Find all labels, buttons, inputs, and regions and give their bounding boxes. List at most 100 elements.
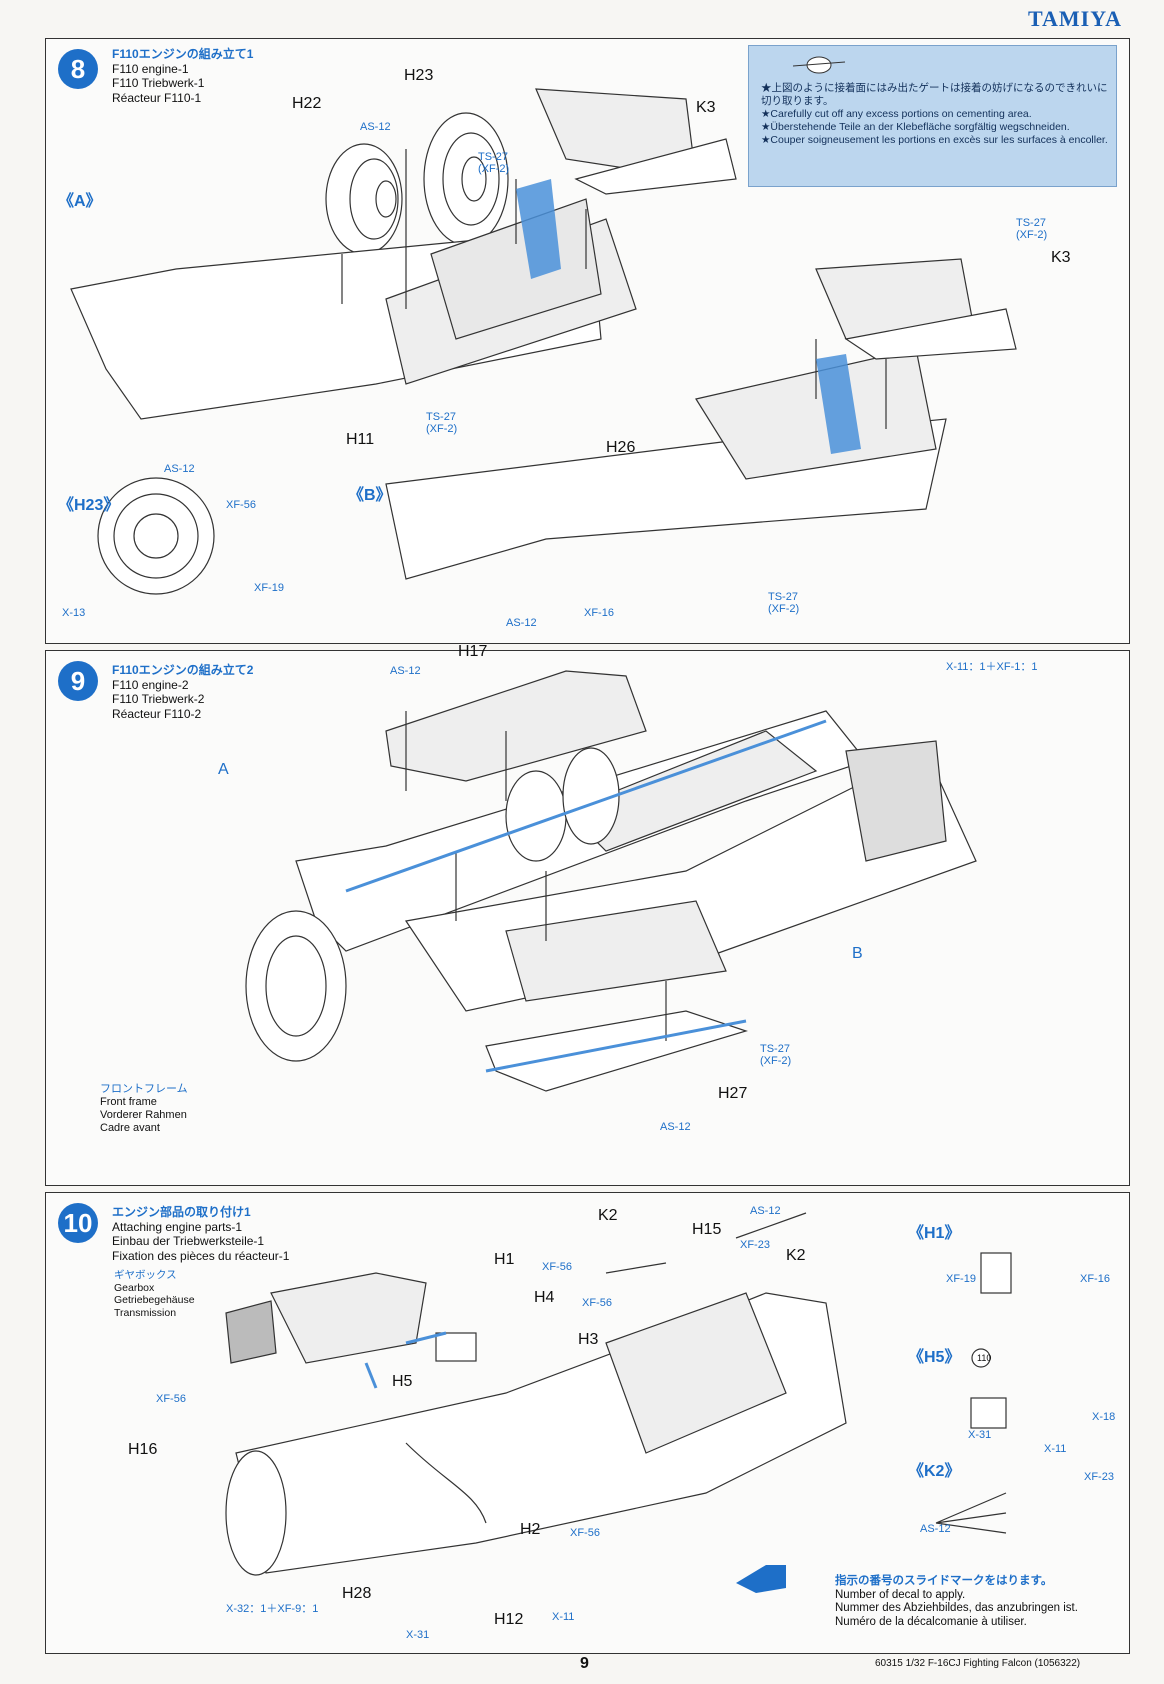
paint-callout: TS-27 (XF-2) xyxy=(768,591,800,615)
part-h26: H26 xyxy=(606,439,636,456)
cut-gate-note: ★上図のように接着面にはみ出たゲートは接着の妨げになるのできれいに切り取ります。… xyxy=(748,45,1117,187)
title-fr: Fixation des pièces du réacteur-1 xyxy=(112,1248,290,1263)
title-fr: Réacteur F110-2 xyxy=(112,706,202,721)
step-number-badge: 8 xyxy=(58,49,98,89)
legend-en: Number of decal to apply. xyxy=(835,1588,966,1601)
paint-callout: X-32：1＋XF-9：1 xyxy=(226,1603,319,1615)
paint-callout: X-31 xyxy=(406,1629,430,1641)
paint-callout: TS-27 (XF-2) xyxy=(426,411,458,435)
paint-callout: X-13 xyxy=(62,607,86,619)
paint-callout: XF-19 xyxy=(254,582,284,594)
part-h23: H23 xyxy=(404,67,434,84)
part-h5: H5 xyxy=(392,1373,413,1390)
part-h12: H12 xyxy=(494,1611,524,1628)
part-k3: K3 xyxy=(696,99,716,116)
part-h4: H4 xyxy=(534,1289,555,1306)
subassembly-b-label: 《B》 xyxy=(348,487,392,504)
paint-callout: X-18 xyxy=(1092,1411,1116,1423)
paint-callout: XF-16 xyxy=(1080,1273,1110,1285)
decal-slide-mark-icon xyxy=(736,1565,786,1593)
paint-callout: AS-12 xyxy=(660,1121,691,1133)
title-de: F110 Triebwerk-2 xyxy=(112,692,205,706)
title-jp: F110エンジンの組み立て2 xyxy=(112,663,254,677)
part-h1: H1 xyxy=(494,1251,515,1268)
subassembly-a-label: 《A》 xyxy=(58,193,102,210)
part-b: B xyxy=(852,945,863,962)
part-a: A xyxy=(218,761,229,778)
paint-callout: AS-12 xyxy=(390,665,421,677)
part-h15: H15 xyxy=(692,1221,722,1238)
paint-callout: XF-56 xyxy=(582,1297,612,1309)
brand-logo: TAMIYA xyxy=(1027,6,1122,31)
part-h3: H3 xyxy=(578,1331,599,1348)
detail-h1-label: 《H1》 xyxy=(908,1225,961,1242)
step-number-badge: 10 xyxy=(58,1203,98,1243)
front-frame-caption: フロントフレーム Front frame Vorderer Rahmen Cad… xyxy=(100,1083,188,1135)
caption-fr: Transmission xyxy=(114,1306,177,1319)
title-jp: F110エンジンの組み立て1 xyxy=(112,47,254,61)
decal-number: 110 xyxy=(977,1353,992,1363)
step-number-badge: 9 xyxy=(58,661,98,701)
paint-callout: X-11 xyxy=(552,1611,575,1623)
part-h16: H16 xyxy=(128,1441,158,1458)
paint-callout: AS-12 xyxy=(164,463,195,475)
legend-jp: 指示の番号のスライドマークをはります。 xyxy=(835,1575,1053,1587)
step-title: エンジン部品の取り付け1 Attaching engine parts-1 Ei… xyxy=(112,1205,289,1263)
title-de: Einbau der Triebwerksteile-1 xyxy=(112,1234,265,1248)
paint-callout: XF-23 xyxy=(1084,1471,1114,1483)
step-title: F110エンジンの組み立て1 F110 engine-1 F110 Triebw… xyxy=(112,47,253,105)
paint-callout: TS-27 (XF-2) xyxy=(478,151,510,175)
caption-en: Gearbox xyxy=(114,1281,155,1294)
caption-en: Front frame xyxy=(100,1096,157,1108)
title-jp: エンジン部品の取り付け1 xyxy=(112,1205,251,1219)
note-jp: ★上図のように接着面にはみ出たゲートは接着の妨げになるのできれいに切り取ります。 xyxy=(761,82,1108,107)
step-title: F110エンジンの組み立て2 F110 engine-2 F110 Triebw… xyxy=(112,663,253,721)
paint-callout: TS-27 (XF-2) xyxy=(1016,217,1048,241)
paint-callout: XF-56 xyxy=(570,1527,600,1539)
paint-callout: XF-56 xyxy=(542,1261,572,1273)
part-k3: K3 xyxy=(1051,249,1071,266)
page-number: 9 xyxy=(580,1655,589,1672)
step-10-panel: 10 エンジン部品の取り付け1 Attaching engine parts-1… xyxy=(45,1192,1130,1654)
paint-callout: XF-56 xyxy=(156,1393,186,1405)
note-de: ★Überstehende Teile an der Klebefläche s… xyxy=(761,121,1070,133)
title-en: F110 engine-2 xyxy=(112,677,189,692)
footer-product-code: 60315 1/32 F-16CJ Fighting Falcon (10563… xyxy=(875,1658,1081,1669)
detail-h23-label: 《H23》 xyxy=(58,497,120,514)
engine-1-diagram xyxy=(70,88,1017,595)
paint-callout: AS-12 xyxy=(920,1523,951,1535)
paint-callout: X-11 xyxy=(1044,1443,1067,1455)
part-h28: H28 xyxy=(342,1585,372,1602)
paint-callout: XF-56 xyxy=(226,499,256,511)
detail-k2-label: 《K2》 xyxy=(908,1463,961,1480)
engine-parts-diagram xyxy=(225,1212,1012,1593)
step-9-panel: 9 F110エンジンの組み立て2 F110 engine-2 F110 Trie… xyxy=(45,643,1130,1186)
caption-jp: ギヤボックス xyxy=(114,1269,177,1281)
part-h2: H2 xyxy=(520,1521,541,1538)
paint-callout: X-11：1＋XF-1：1 xyxy=(946,661,1038,673)
caption-jp: フロントフレーム xyxy=(100,1083,188,1095)
paint-callout: AS-12 xyxy=(506,617,537,629)
legend-de: Nummer des Abziehbildes, das anzubringen… xyxy=(835,1602,1078,1614)
decal-legend: 指示の番号のスライドマークをはります。 Number of decal to a… xyxy=(835,1575,1078,1629)
paint-callout: TS-27 (XF-2) xyxy=(760,1043,792,1067)
part-h11: H11 xyxy=(346,431,375,448)
paint-callout: AS-12 xyxy=(750,1205,781,1217)
legend-fr: Numéro de la décalcomanie à utiliser. xyxy=(835,1615,1027,1628)
title-de: F110 Triebwerk-1 xyxy=(112,76,205,90)
paint-callout: X-31 xyxy=(968,1429,992,1441)
paint-callout: AS-12 xyxy=(360,121,391,133)
paint-callout: XF-23 xyxy=(740,1239,770,1251)
note-en: ★Carefully cut off any excess portions o… xyxy=(761,108,1032,120)
paint-callout: XF-16 xyxy=(584,607,614,619)
part-h27: H27 xyxy=(718,1085,748,1102)
engine-2-diagram xyxy=(245,670,977,1092)
step-8-panel: 8 F110エンジンの組み立て1 F110 engine-1 F110 Trie… xyxy=(45,38,1130,644)
part-h17: H17 xyxy=(458,643,488,660)
title-fr: Réacteur F110-1 xyxy=(112,90,202,105)
part-k2: K2 xyxy=(598,1207,618,1224)
title-en: Attaching engine parts-1 xyxy=(112,1219,243,1234)
title-en: F110 engine-1 xyxy=(112,61,189,76)
gearbox-caption: ギヤボックス Gearbox Getriebegehäuse Transmiss… xyxy=(114,1269,195,1319)
part-k2: K2 xyxy=(786,1247,806,1264)
